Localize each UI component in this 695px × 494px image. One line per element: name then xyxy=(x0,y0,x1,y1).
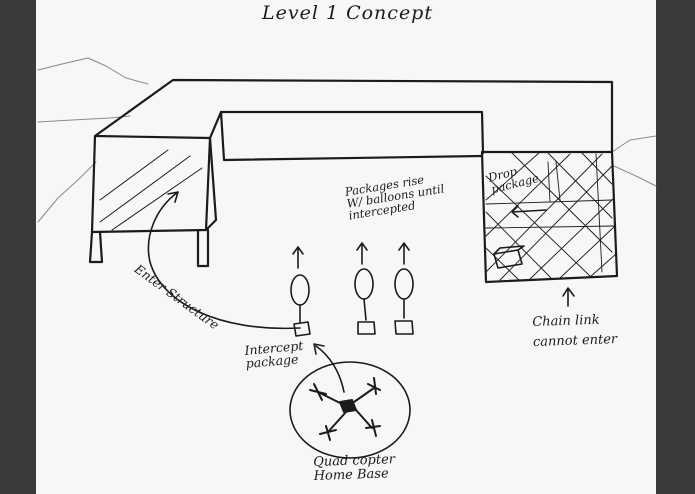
sketch-title: Level 1 Concept xyxy=(262,2,433,24)
home-base-circle xyxy=(289,361,411,459)
drop-arrow xyxy=(511,205,547,218)
structure xyxy=(88,78,619,284)
balloon-package-3 xyxy=(394,242,414,335)
left-wing-shading xyxy=(99,149,203,231)
intercept-arrow xyxy=(313,343,345,393)
chain-link-label: Chain link cannot enter xyxy=(532,310,618,353)
quadcopter-home-base-line-2: Home Base xyxy=(313,466,389,484)
quadcopter-home-base-label: Quad copter Home Base xyxy=(313,452,396,484)
drop-box xyxy=(493,245,525,269)
chain-link-hatching xyxy=(485,151,617,282)
chain-link-line-2: cannot enter xyxy=(532,332,618,351)
balloon-package-2 xyxy=(354,242,376,335)
quadcopter xyxy=(309,377,381,441)
balloon-package-1 xyxy=(290,246,311,337)
chain-link-arrow xyxy=(562,287,575,307)
intercept-package-label: Intercept package xyxy=(244,338,305,371)
enter-arrow xyxy=(147,191,301,330)
